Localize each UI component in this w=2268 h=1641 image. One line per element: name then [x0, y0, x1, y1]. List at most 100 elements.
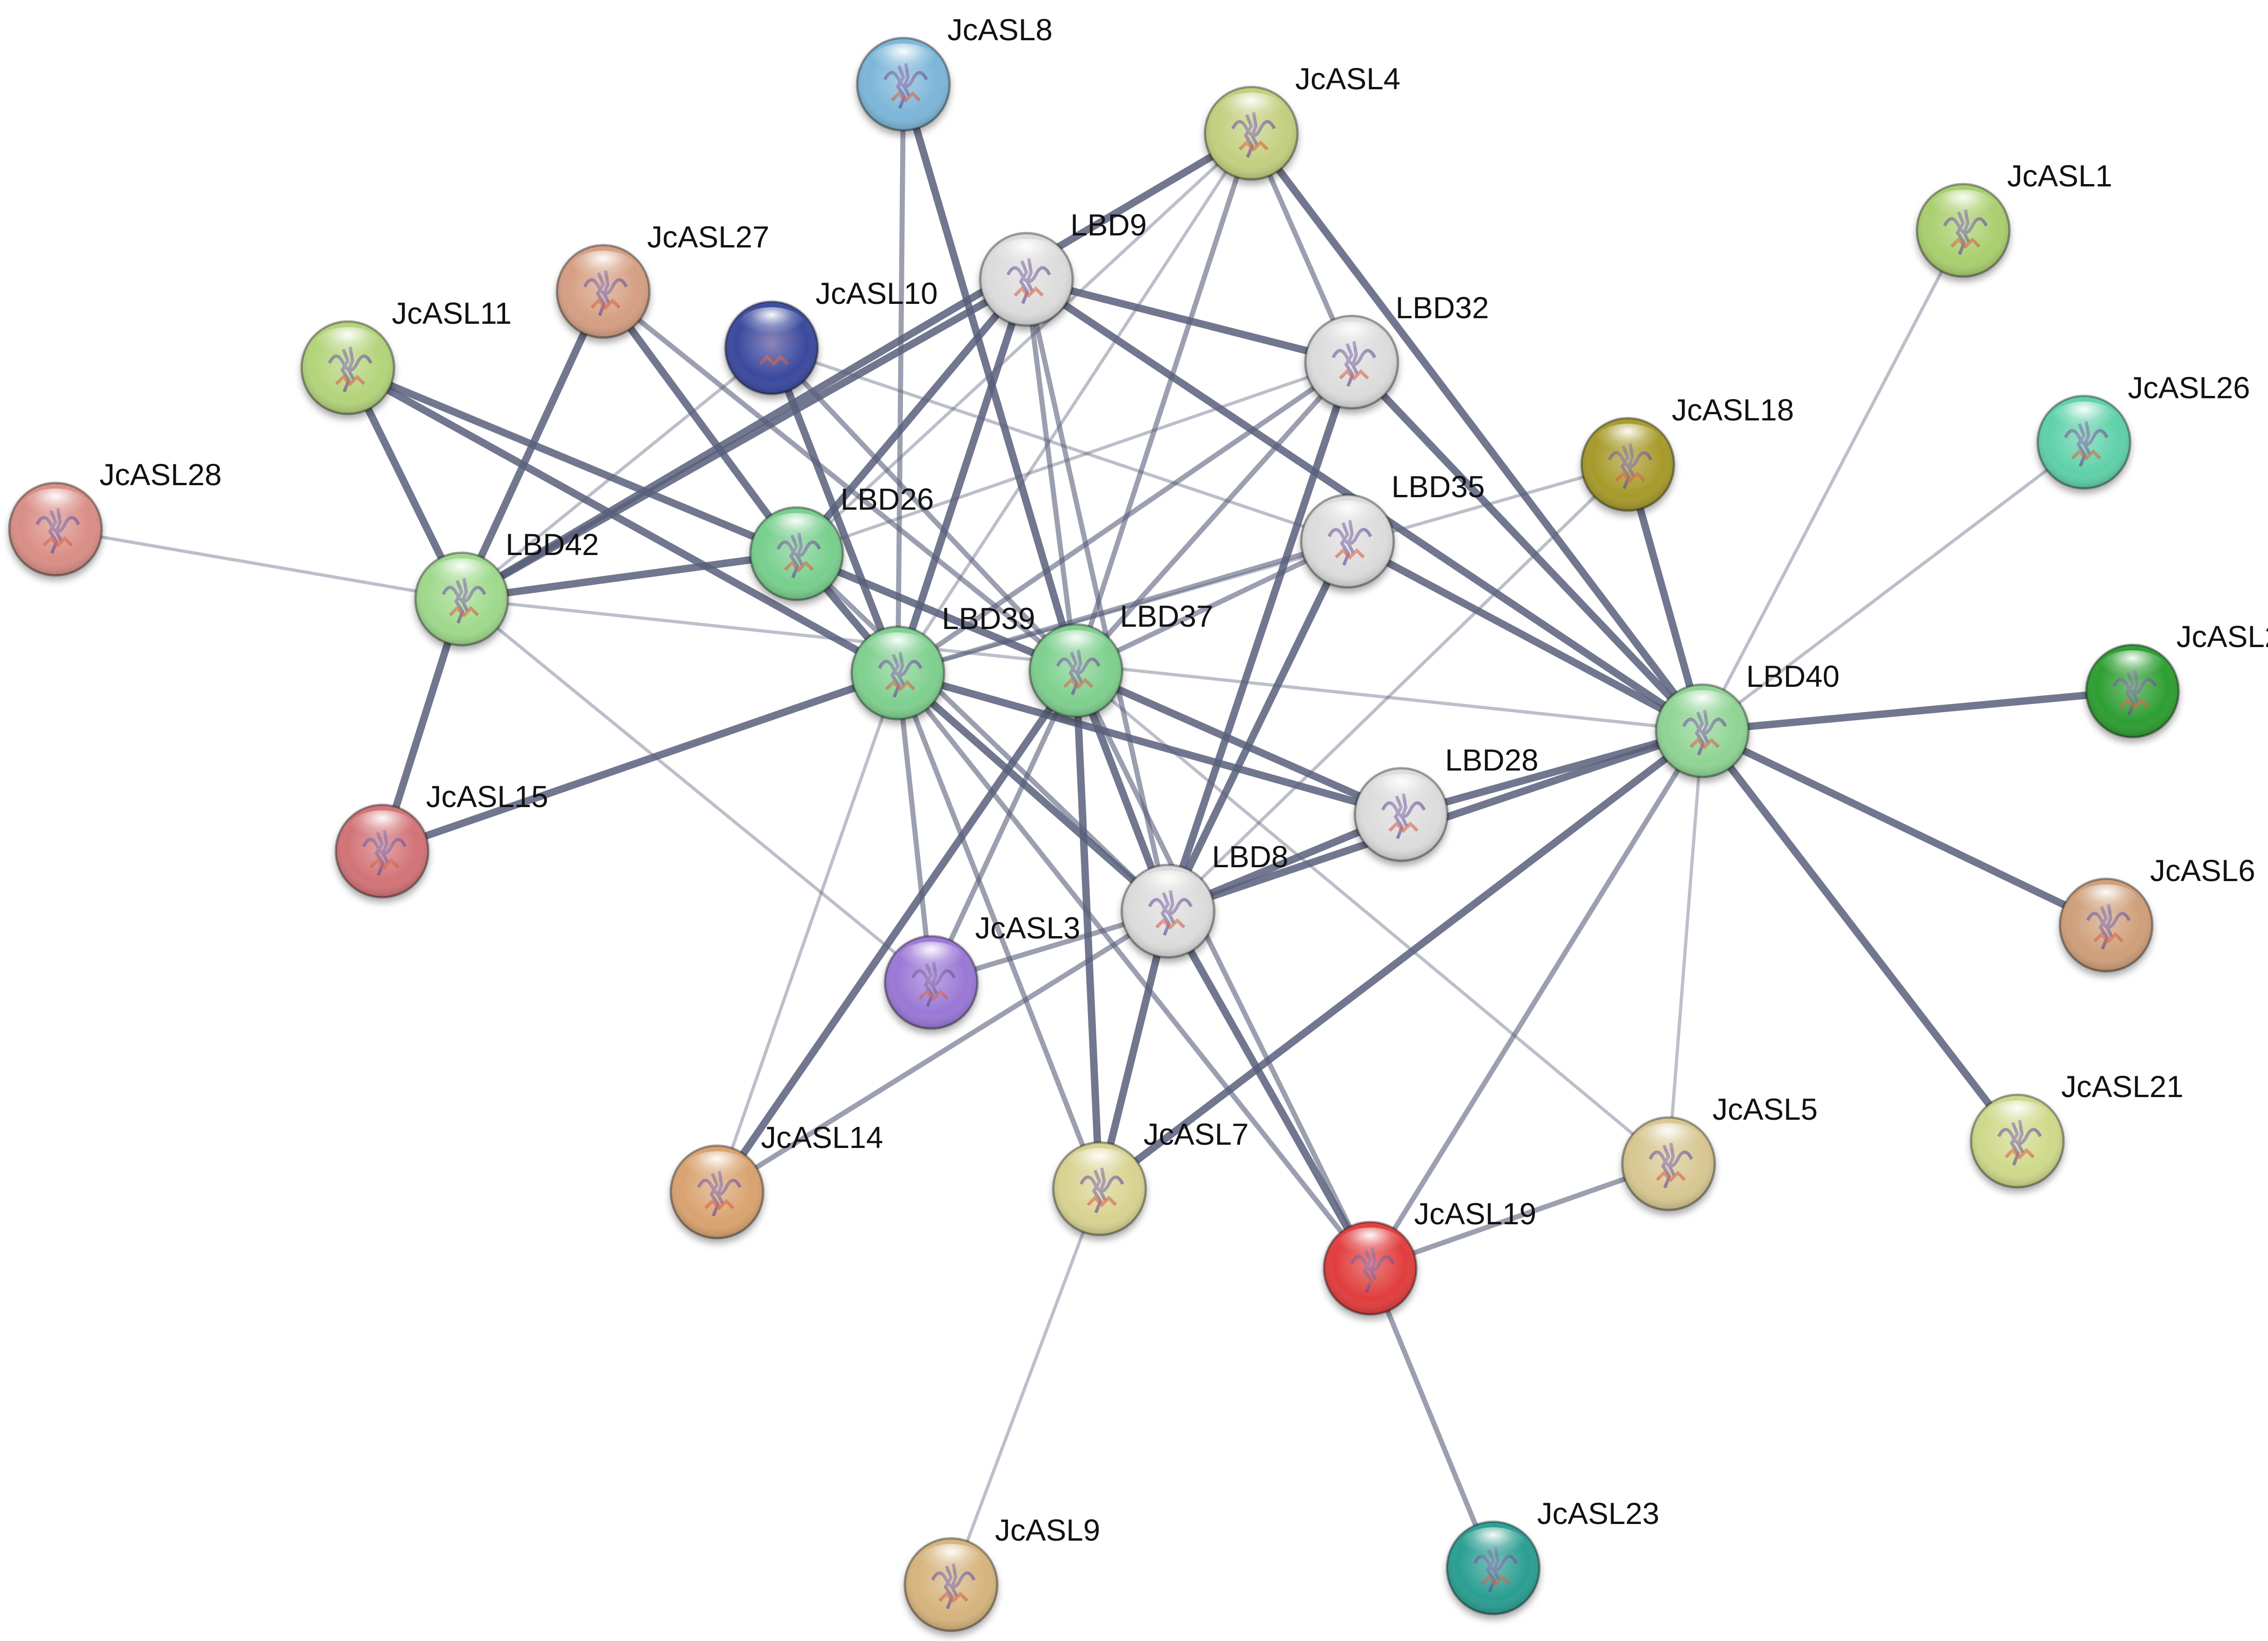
- node-JcASL23[interactable]: JcASL23: [1446, 1496, 1659, 1616]
- node-gloss: [1369, 774, 1434, 809]
- edge-LBD9-LBD37: [1024, 277, 1079, 673]
- node-label: LBD40: [1746, 659, 1840, 693]
- node-gloss: [1315, 500, 1380, 536]
- node-gloss: [1319, 321, 1384, 357]
- node-JcASL3[interactable]: JcASL3: [884, 911, 1080, 1030]
- node-gloss: [685, 1151, 749, 1186]
- node-LBD26[interactable]: LBD26: [749, 482, 934, 601]
- edge-LBD32-LBD26: [795, 360, 1353, 555]
- edge-JcASL19-JcASL23: [1367, 1265, 1496, 1571]
- node-JcASL21[interactable]: JcASL21: [1970, 1069, 2183, 1189]
- edge-LBD39-LBD8: [894, 669, 1172, 915]
- edge-LBD35-LBD37: [1073, 538, 1350, 673]
- edge-LBD37-LBD28: [1072, 667, 1405, 818]
- edge-JcASL11-LBD37: [344, 364, 1080, 674]
- node-JcASL19[interactable]: JcASL19: [1322, 1197, 1536, 1316]
- node-gloss: [1044, 630, 1108, 665]
- node-JcASL1[interactable]: JcASL1: [1916, 159, 2112, 278]
- node-gloss: [1067, 1148, 1132, 1183]
- node-label: JcASL4: [1295, 62, 1400, 96]
- edge-JcASL4-LBD39: [896, 131, 1253, 675]
- node-JcASL10[interactable]: JcASL10: [724, 276, 938, 395]
- node-label: JcASL15: [426, 779, 548, 814]
- edge-LBD35-LBD8: [1164, 537, 1351, 915]
- node-label: JcASL25: [2176, 619, 2268, 654]
- node-LBD37[interactable]: LBD37: [1028, 599, 1213, 718]
- node-LBD9[interactable]: LBD9: [979, 208, 1147, 327]
- edge-LBD35-LBD40: [1344, 537, 1706, 734]
- node-label: JcASL28: [99, 457, 222, 492]
- node-JcASL18[interactable]: JcASL18: [1580, 393, 1794, 512]
- node-JcASL25[interactable]: JcASL25: [2085, 619, 2268, 739]
- edge-JcASL18-LBD8: [1166, 463, 1630, 913]
- node-gloss: [1636, 1123, 1701, 1158]
- edge-LBD26-LBD8: [794, 551, 1171, 914]
- node-gloss: [1931, 190, 1996, 225]
- node-JcASL26[interactable]: JcASL26: [2036, 370, 2250, 490]
- node-JcASL27[interactable]: JcASL27: [556, 220, 769, 339]
- node-JcASL7[interactable]: JcASL7: [1052, 1117, 1248, 1236]
- edge-LBD39-JcASL3: [895, 670, 934, 985]
- node-JcASL4[interactable]: JcASL4: [1204, 62, 1400, 181]
- edge-LBD32-LBD40: [1348, 358, 1706, 734]
- node-label: JcASL10: [816, 276, 938, 310]
- node-LBD28[interactable]: LBD28: [1353, 743, 1539, 862]
- node-JcASL11[interactable]: JcASL11: [300, 296, 512, 415]
- edge-LBD9-LBD32: [1023, 276, 1355, 366]
- edge-LBD8-JcASL19: [1164, 907, 1374, 1272]
- edge-LBD39-JcASL15: [378, 669, 902, 855]
- edge-LBD37-JcASL7: [1072, 667, 1103, 1192]
- node-JcASL9[interactable]: JcASL9: [903, 1513, 1100, 1632]
- edge-LBD8-JcASL14: [714, 908, 1171, 1195]
- edge-LBD40-JcASL7: [1096, 727, 1706, 1192]
- node-label: LBD8: [1212, 839, 1288, 874]
- node-label: JcASL7: [1143, 1117, 1248, 1151]
- edge-LBD35-LBD39: [895, 538, 1350, 676]
- edge-LBD40-JcASL25: [1699, 687, 2136, 734]
- node-label: LBD26: [840, 482, 934, 516]
- node-JcASL14[interactable]: JcASL14: [669, 1120, 883, 1240]
- node-JcASL8[interactable]: JcASL8: [856, 12, 1052, 132]
- node-label: JcASL9: [995, 1513, 1100, 1547]
- node-LBD8[interactable]: LBD8: [1120, 839, 1288, 959]
- edge-JcASL1-LBD40: [1700, 228, 1965, 733]
- node-label: JcASL5: [1712, 1092, 1817, 1126]
- edge-LBD39-JcASL14: [715, 671, 900, 1194]
- edge-JcASL10-LBD37: [769, 345, 1079, 673]
- node-gloss: [1670, 690, 1735, 725]
- edge-JcASL10-LBD42: [460, 346, 773, 601]
- edge-JcASL8-LBD39: [895, 81, 906, 676]
- edge-LBD37-JcASL19: [1073, 668, 1373, 1271]
- node-label: LBD32: [1396, 290, 1489, 325]
- edge-LBD39-LBD28: [894, 669, 1405, 818]
- node-label: JcASL8: [947, 12, 1052, 47]
- edge-LBD39-JcASL19: [895, 670, 1373, 1271]
- node-LBD35[interactable]: LBD35: [1300, 469, 1485, 589]
- node-gloss: [1338, 1228, 1403, 1263]
- node-JcASL5[interactable]: JcASL5: [1621, 1092, 1817, 1211]
- node-LBD42[interactable]: LBD42: [414, 527, 599, 647]
- edge-JcASL4-LBD40: [1248, 130, 1706, 734]
- edge-JcASL5-JcASL19: [1367, 1161, 1671, 1271]
- node-gloss: [429, 558, 494, 593]
- node-JcASL15[interactable]: JcASL15: [334, 779, 548, 899]
- node-gloss: [1219, 93, 1284, 128]
- node-JcASL28[interactable]: JcASL28: [8, 457, 222, 577]
- edge-LBD40-JcASL5: [1667, 729, 1704, 1166]
- node-gloss: [315, 327, 380, 362]
- node-LBD32[interactable]: LBD32: [1304, 290, 1489, 410]
- edge-JcASL10-LBD39: [768, 344, 902, 677]
- node-LBD40[interactable]: LBD40: [1655, 659, 1840, 778]
- node-JcASL6[interactable]: JcASL6: [2058, 853, 2255, 973]
- node-LBD39[interactable]: LBD39: [850, 601, 1035, 721]
- node-gloss: [865, 632, 930, 667]
- edges: [54, 80, 2136, 1586]
- edge-JcASL4-LBD26: [795, 131, 1253, 555]
- node-label: LBD42: [506, 527, 599, 561]
- node-label: LBD39: [942, 601, 1035, 635]
- node-label: LBD28: [1445, 743, 1539, 777]
- node-gloss: [350, 810, 414, 845]
- edge-LBD37-JcASL14: [713, 667, 1080, 1196]
- node-label: JcASL6: [2150, 853, 2255, 888]
- node-label: JcASL21: [2061, 1069, 2183, 1104]
